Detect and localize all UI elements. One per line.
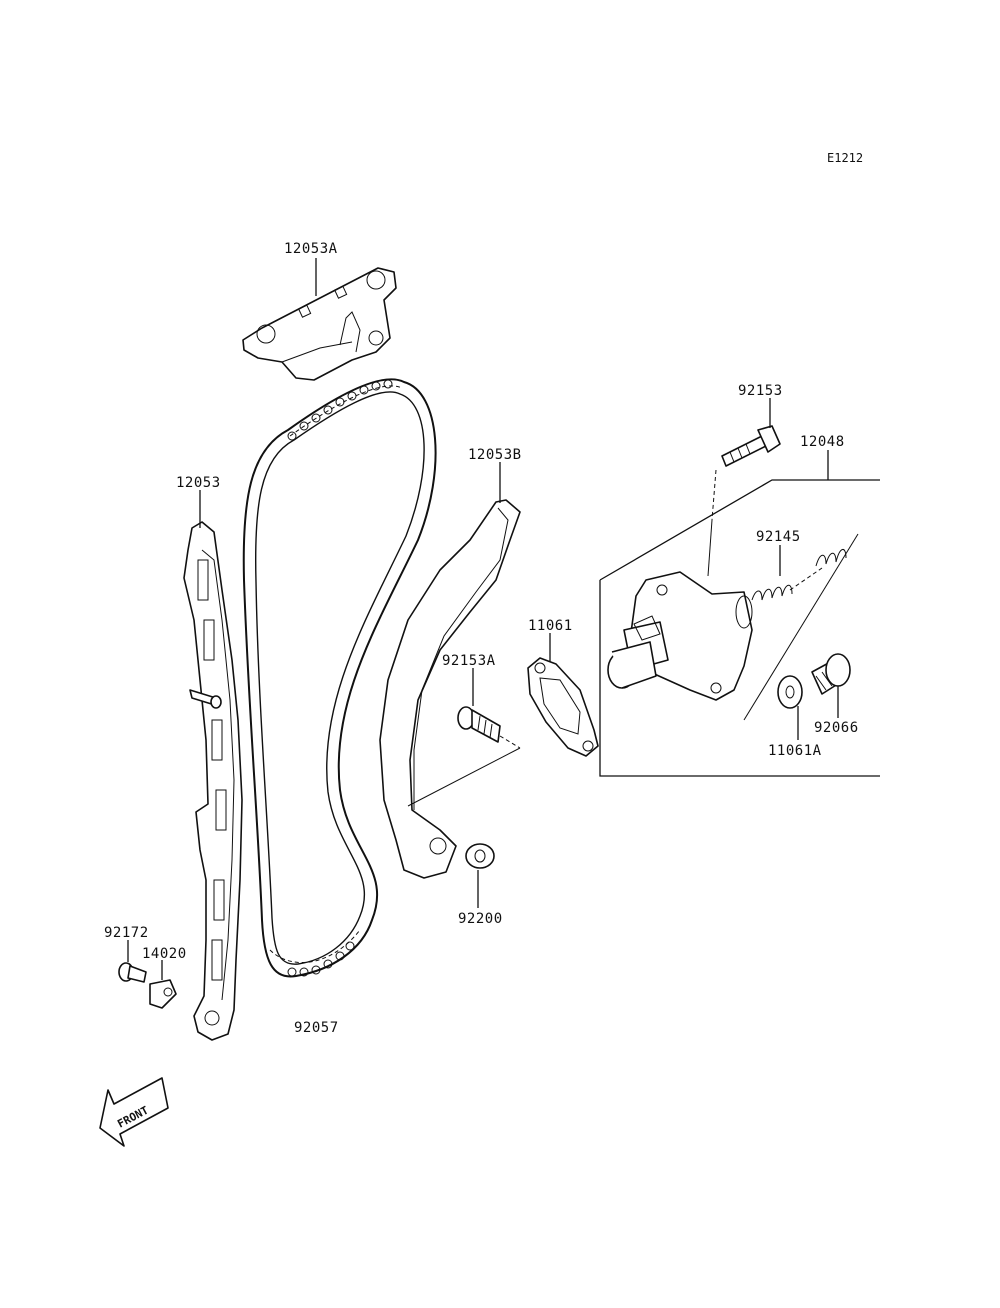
tensioner-body xyxy=(607,571,753,701)
screw xyxy=(118,962,147,983)
label-92200: 92200 xyxy=(458,911,503,927)
label-12053B: 12053B xyxy=(468,447,522,463)
small-washer xyxy=(777,675,803,709)
label-12053A: 12053A xyxy=(284,241,338,257)
label-92145: 92145 xyxy=(756,529,801,545)
diagram-code: E1212 xyxy=(827,151,863,165)
cam-chain xyxy=(242,378,437,978)
label-12048: 12048 xyxy=(800,434,845,450)
label-11061: 11061 xyxy=(528,618,573,634)
label-92153: 92153 xyxy=(738,383,783,399)
label-92153A: 92153A xyxy=(442,653,496,669)
label-92066: 92066 xyxy=(814,720,859,736)
left-chain-guide xyxy=(183,521,243,1041)
clip xyxy=(149,979,177,1009)
label-92172: 92172 xyxy=(104,925,149,941)
tensioner-spring xyxy=(751,549,847,601)
label-11061A: 11061A xyxy=(768,743,822,759)
label-92057: 92057 xyxy=(294,1020,339,1036)
label-14020: 14020 xyxy=(142,946,187,962)
cap-bolt xyxy=(811,653,851,695)
tensioner-bolt xyxy=(721,425,781,467)
pivot-bolt xyxy=(457,706,501,743)
front-arrow-icon: FRONT xyxy=(99,1077,169,1147)
top-chain-guide xyxy=(242,267,397,381)
right-chain-guide xyxy=(379,499,521,879)
pivot-washer xyxy=(465,843,495,869)
label-12053: 12053 xyxy=(176,475,221,491)
tensioner-gasket xyxy=(527,657,599,757)
